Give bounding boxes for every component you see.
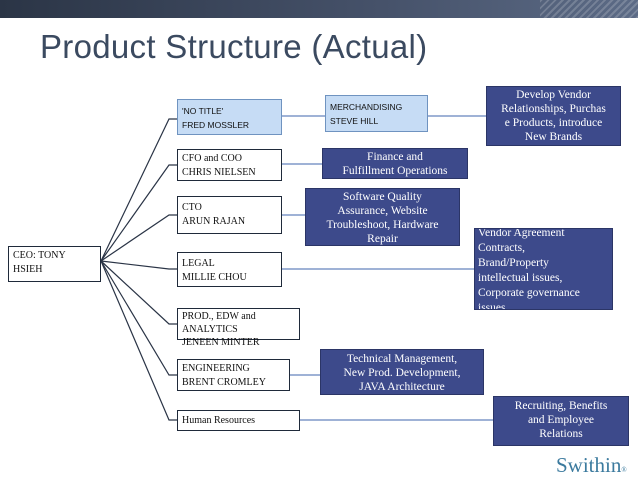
connector-ceo-to-prod	[100, 260, 177, 325]
task-vendor-relationships: Develop Vendor Relationships, Purchas e …	[486, 86, 621, 146]
report-box-legal: LEGAL MILLIE CHOU	[177, 252, 282, 287]
task-finance-fulfillment: Finance and Fulfillment Operations	[322, 148, 468, 179]
report-engineering-name: BRENT CROMLEY	[182, 377, 266, 388]
task-vendor-line4: New Brands	[524, 131, 583, 143]
report-box-cto: CTO ARUN RAJAN	[177, 196, 282, 234]
report-no-title-name: FRED MOSSLER	[182, 120, 250, 130]
task-legal-line2: Contracts,	[478, 242, 525, 254]
task-hr-line3: Relations	[539, 428, 583, 440]
merchandising-title: MERCHANDISING	[330, 102, 403, 112]
task-legal-line5: Corporate governance	[478, 287, 580, 299]
task-software-quality: Software Quality Assurance, Website Trou…	[305, 188, 460, 246]
brand-mark: ®	[621, 466, 627, 474]
task-vendor-line2: Relationships, Purchas	[501, 103, 606, 115]
report-box-engineering: ENGINEERING BRENT CROMLEY	[177, 359, 290, 391]
task-hr-line2: and Employee	[527, 414, 595, 426]
task-finance-line2: Fulfillment Operations	[342, 165, 448, 177]
top-banner	[0, 0, 638, 18]
task-technical-line1: Technical Management,	[346, 353, 458, 365]
page-title: Product Structure (Actual)	[40, 28, 428, 65]
report-cto-name: ARUN RAJAN	[182, 216, 246, 227]
report-cfo-name: CHRIS NIELSEN	[182, 167, 256, 178]
report-box-hr: Human Resources	[177, 410, 300, 431]
task-technical-management: Technical Management, New Prod. Developm…	[320, 349, 484, 395]
report-no-title-title: 'NO TITLE'	[182, 106, 224, 116]
task-technical-line2: New Prod. Development,	[343, 367, 461, 379]
task-vendor-line1: Develop Vendor	[516, 89, 591, 101]
report-hr-title: Human Resources	[182, 415, 256, 426]
report-box-cfo: CFO and COO CHRIS NIELSEN	[177, 149, 282, 181]
task-technical-line3: JAVA Architecture	[359, 381, 445, 393]
brand-name: Swithin	[556, 453, 622, 477]
brand-logo: Swithin®	[556, 453, 627, 478]
task-hr-recruiting: Recruiting, Benefits and Employee Relati…	[493, 396, 629, 446]
connector-ceo-to-legal	[100, 260, 177, 270]
ceo-box: CEO: TONY HSIEH	[8, 246, 101, 282]
report-box-no-title: 'NO TITLE' FRED MOSSLER	[177, 99, 282, 135]
connector-ceo-to-engineering	[100, 260, 177, 376]
connector-ceo-to-no-title	[100, 118, 177, 262]
merchandising-name: STEVE HILL	[330, 116, 379, 126]
report-prod-name: JENEEN MINTER	[182, 337, 260, 348]
task-finance-line1: Finance and	[367, 151, 423, 163]
task-vendor-line3: e Products, introduce	[504, 117, 603, 129]
task-hr-line1: Recruiting, Benefits	[514, 400, 608, 412]
report-engineering-title: ENGINEERING	[182, 363, 250, 374]
report-legal-name: MILLIE CHOU	[182, 272, 247, 283]
connector-ceo-to-hr	[100, 260, 177, 421]
task-legal-line1: Vendor Agreement	[478, 228, 565, 239]
report-box-prod: PROD., EDW and ANALYTICS JENEEN MINTER	[177, 308, 300, 348]
task-software-line3: Troubleshoot, Hardware	[326, 219, 439, 231]
report-legal-title: LEGAL	[182, 258, 215, 269]
report-cto-title: CTO	[182, 202, 202, 213]
report-cfo-title: CFO and COO	[182, 153, 243, 164]
task-legal-line3: Brand/Property	[478, 257, 549, 269]
task-software-line2: Assurance, Website	[337, 205, 428, 217]
connector-ceo-to-cfo	[100, 164, 177, 262]
merchandising-box: MERCHANDISING STEVE HILL	[325, 95, 428, 132]
banner-texture	[540, 0, 638, 18]
ceo-name: HSIEH	[13, 264, 43, 275]
task-legal-line6: issues	[478, 302, 506, 310]
ceo-title: CEO: TONY	[13, 250, 66, 261]
task-legal-issues: Vendor Agreement Contracts, Brand/Proper…	[474, 228, 613, 310]
task-legal-line4: intellectual issues,	[478, 272, 563, 284]
task-software-line1: Software Quality	[343, 191, 422, 203]
connector-ceo-to-cto	[100, 214, 177, 262]
task-software-line4: Repair	[367, 233, 398, 245]
report-prod-title: PROD., EDW and	[182, 311, 256, 322]
report-prod-subtitle: ANALYTICS	[182, 324, 238, 335]
